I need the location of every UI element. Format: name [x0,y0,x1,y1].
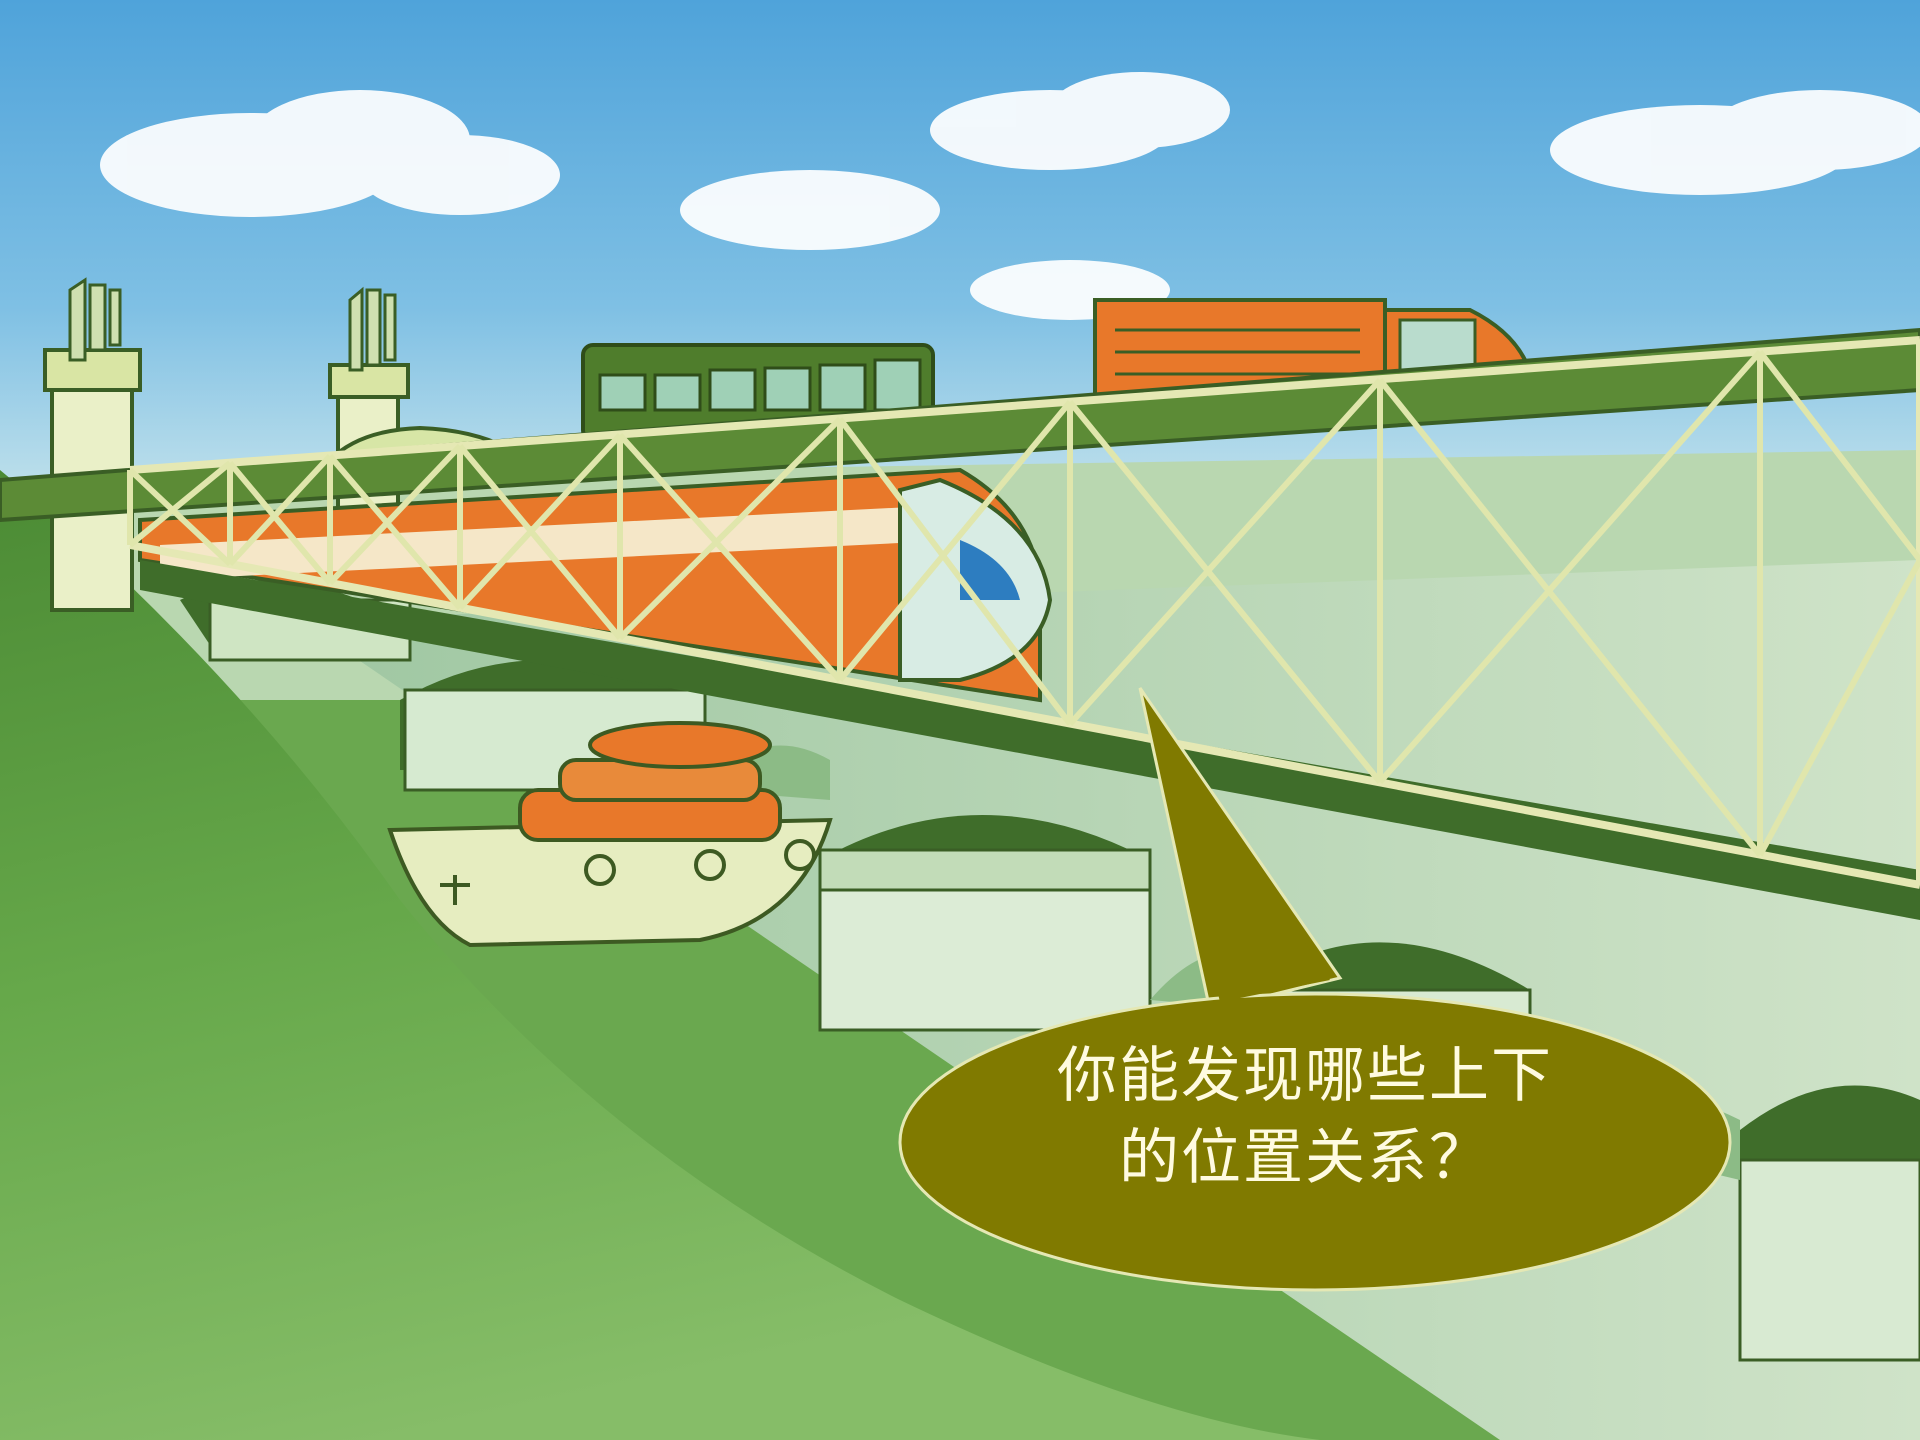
grass-bank [0,470,1320,1440]
train [138,467,1053,703]
speech-bubble [898,687,1732,1292]
clouds [100,72,1920,320]
bubble-line-1: 你能发现哪些上下 [1057,1041,1553,1111]
lower-deck [140,560,1920,920]
truss-lattice [127,350,1920,857]
speech-bubble-text: 你能发现哪些上下 的位置关系？ [1010,1035,1600,1199]
bubble-line-2: 的位置关系？ [1119,1123,1491,1193]
ship [387,721,833,948]
truss [129,336,1920,889]
